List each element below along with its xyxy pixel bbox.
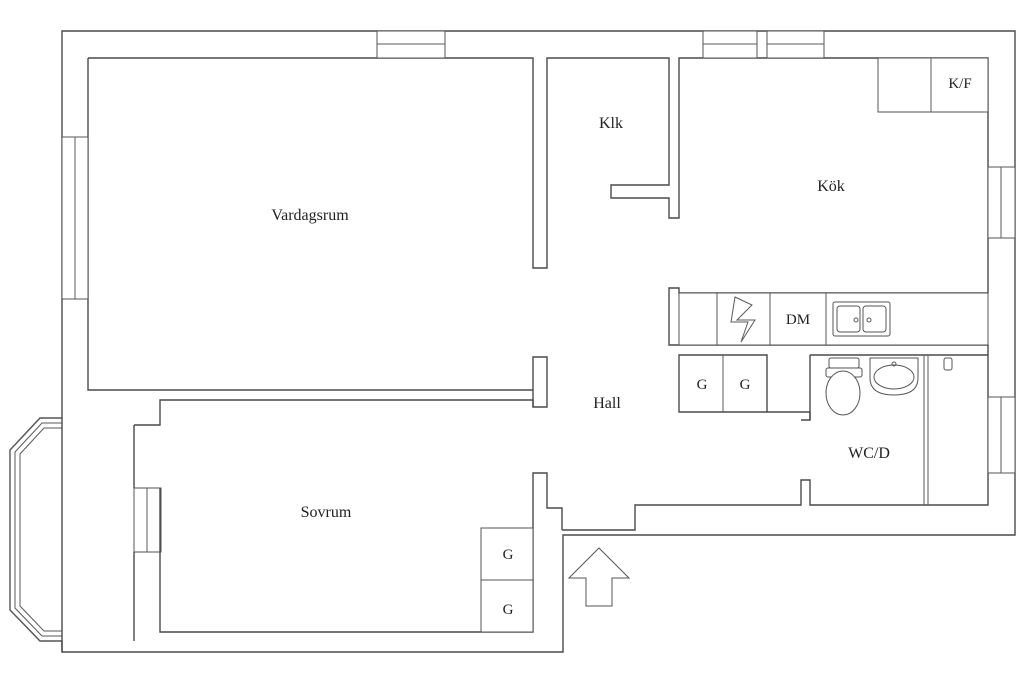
kitchen-counter: [678, 292, 989, 346]
label-closet-hall-right: G: [740, 377, 751, 393]
bathroom: [809, 354, 988, 505]
label-dm: DM: [786, 312, 810, 328]
fridge-freezer: [877, 57, 989, 113]
entrance-arrow: [567, 547, 631, 607]
label-wcd: WC/D: [848, 445, 890, 462]
label-hall: Hall: [593, 395, 621, 412]
label-vardagsrum: Vardagsrum: [271, 207, 349, 224]
label-sovrum: Sovrum: [301, 504, 352, 521]
label-closet-hall-left: G: [697, 377, 708, 393]
windows: [61, 30, 1016, 553]
label-closet-sovrum-top: G: [503, 547, 514, 563]
label-kf: K/F: [948, 76, 971, 92]
washbasin: [869, 357, 919, 396]
label-closet-sovrum-bottom: G: [503, 602, 514, 618]
bedroom-closets: [480, 527, 534, 633]
shower-tap: [943, 357, 953, 371]
label-kok: Kök: [817, 178, 845, 195]
bedroom-walls: [61, 399, 563, 652]
toilet: [825, 357, 863, 416]
label-klk: Klk: [599, 115, 623, 132]
bay-window: [9, 417, 62, 642]
